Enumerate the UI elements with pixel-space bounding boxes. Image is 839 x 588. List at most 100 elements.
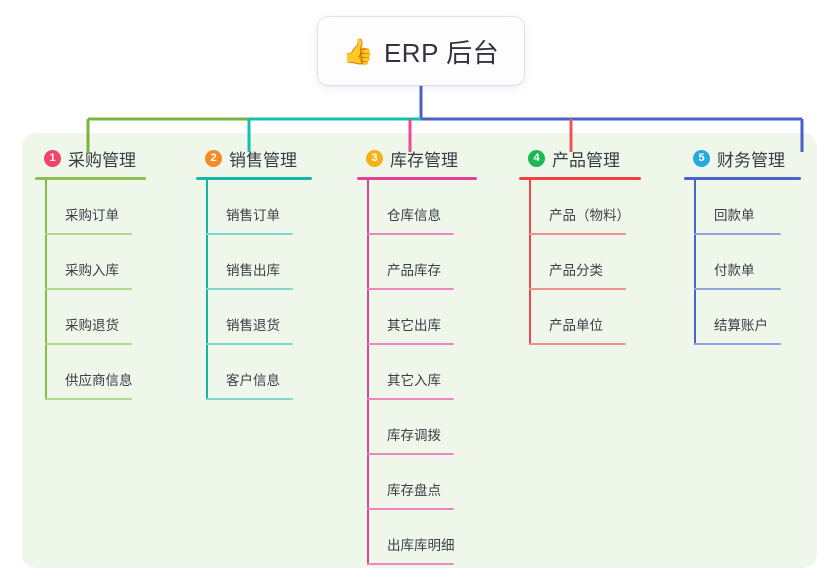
branch-number-badge: 4	[528, 149, 545, 167]
branch-item[interactable]: 销售出库	[196, 235, 346, 290]
branch-item-rule	[45, 398, 132, 400]
branch-title: 销售管理	[229, 150, 297, 170]
branch-header-rule	[35, 177, 146, 180]
branch-item[interactable]: 产品单位	[519, 290, 669, 345]
branch-number-badge: 3	[366, 149, 383, 167]
branch-item-rule	[206, 343, 293, 345]
branch-item-label: 客户信息	[226, 373, 280, 388]
branch-item-rule	[367, 233, 454, 235]
branch-spine	[367, 180, 369, 565]
branch-column-1: 1 采购管理采购订单采购入库采购退货供应商信息	[35, 145, 185, 400]
branch-item-list: 采购订单采购入库采购退货供应商信息	[35, 180, 185, 400]
branch-item-rule	[367, 563, 454, 565]
branch-item-label: 结算账户	[714, 318, 768, 333]
branch-spine	[694, 180, 696, 345]
branch-number-badge: 5	[693, 149, 710, 167]
branch-item[interactable]: 回款单	[684, 180, 824, 235]
branch-header-5[interactable]: 5 财务管理	[684, 145, 824, 171]
branch-spine	[206, 180, 208, 400]
branch-header-rule	[196, 177, 312, 180]
branch-item-rule	[45, 288, 132, 290]
branch-item[interactable]: 其它入库	[357, 345, 507, 400]
branch-header-4[interactable]: 4 产品管理	[519, 145, 669, 171]
branch-header-2[interactable]: 2 销售管理	[196, 145, 346, 171]
branch-item-label: 其它入库	[387, 373, 441, 388]
branch-item-label: 产品（物料）	[549, 208, 630, 223]
branch-item-rule	[367, 288, 454, 290]
root-title: ERP 后台	[383, 37, 500, 68]
branch-item-rule	[367, 343, 454, 345]
branch-item-rule	[367, 398, 454, 400]
branch-item-label: 仓库信息	[387, 208, 441, 223]
branch-item-rule	[45, 343, 132, 345]
branch-title: 采购管理	[68, 150, 136, 170]
branch-item-label: 库存盘点	[387, 483, 441, 498]
branch-header-rule	[519, 177, 641, 180]
branch-item[interactable]: 库存调拨	[357, 400, 507, 455]
branch-item-label: 产品单位	[549, 318, 603, 333]
branch-item[interactable]: 供应商信息	[35, 345, 185, 400]
branch-item[interactable]: 产品库存	[357, 235, 507, 290]
branches-panel	[22, 133, 817, 568]
branch-item-label: 产品分类	[549, 263, 603, 278]
branch-item-rule	[367, 508, 454, 510]
branch-item-rule	[367, 453, 454, 455]
branch-item-list: 回款单付款单结算账户	[684, 180, 824, 345]
branch-item-label: 出库库明细	[387, 538, 455, 553]
branch-item-label: 销售出库	[226, 263, 280, 278]
branch-item[interactable]: 库存盘点	[357, 455, 507, 510]
branch-spine	[45, 180, 47, 400]
branch-header-1[interactable]: 1 采购管理	[35, 145, 185, 171]
branch-header-rule	[684, 177, 801, 180]
branch-header-rule	[357, 177, 477, 180]
branch-item[interactable]: 销售订单	[196, 180, 346, 235]
branch-item-rule	[206, 398, 293, 400]
branch-item-rule	[694, 233, 781, 235]
branch-item-rule	[206, 288, 293, 290]
branch-item-label: 采购退货	[65, 318, 119, 333]
branch-item[interactable]: 出库库明细	[357, 510, 507, 565]
branch-item-label: 供应商信息	[65, 373, 133, 388]
branch-item-label: 产品库存	[387, 263, 441, 278]
branch-item-list: 仓库信息产品库存其它出库其它入库库存调拨库存盘点出库库明细	[357, 180, 507, 565]
branch-item[interactable]: 采购入库	[35, 235, 185, 290]
branch-item[interactable]: 仓库信息	[357, 180, 507, 235]
root-node[interactable]: 👍 ERP 后台	[318, 17, 524, 85]
branch-item[interactable]: 采购订单	[35, 180, 185, 235]
branch-item[interactable]: 其它出库	[357, 290, 507, 345]
branch-item-label: 库存调拨	[387, 428, 441, 443]
branch-item-label: 回款单	[714, 208, 755, 223]
thumbs-up-icon: 👍	[342, 37, 374, 66]
branch-title: 产品管理	[552, 150, 620, 170]
branch-item-rule	[529, 288, 626, 290]
branch-item-label: 销售订单	[226, 208, 280, 223]
branch-item-list: 产品（物料） 产品分类产品单位	[519, 180, 669, 345]
branch-item[interactable]: 采购退货	[35, 290, 185, 345]
branch-title: 财务管理	[717, 150, 785, 170]
branch-item-label: 销售退货	[226, 318, 280, 333]
branch-column-5: 5 财务管理回款单付款单结算账户	[684, 145, 824, 345]
branch-column-4: 4 产品管理产品（物料） 产品分类产品单位	[519, 145, 669, 345]
branch-item[interactable]: 产品分类	[519, 235, 669, 290]
branch-item[interactable]: 结算账户	[684, 290, 824, 345]
branch-number-badge: 2	[205, 149, 222, 167]
branch-item-list: 销售订单销售出库销售退货客户信息	[196, 180, 346, 400]
branch-item[interactable]: 付款单	[684, 235, 824, 290]
branch-item[interactable]: 客户信息	[196, 345, 346, 400]
branch-item[interactable]: 产品（物料）	[519, 180, 669, 235]
branch-item-rule	[45, 233, 132, 235]
branch-item-rule	[694, 288, 781, 290]
branch-item-rule	[529, 343, 626, 345]
branch-spine	[529, 180, 531, 345]
branch-item-rule	[694, 343, 781, 345]
branch-item-label: 其它出库	[387, 318, 441, 333]
branch-item[interactable]: 销售退货	[196, 290, 346, 345]
branch-item-rule	[529, 233, 626, 235]
branch-number-badge: 1	[44, 149, 61, 167]
branch-item-label: 付款单	[714, 263, 755, 278]
branch-item-label: 采购入库	[65, 263, 119, 278]
branch-column-2: 2 销售管理销售订单销售出库销售退货客户信息	[196, 145, 346, 400]
